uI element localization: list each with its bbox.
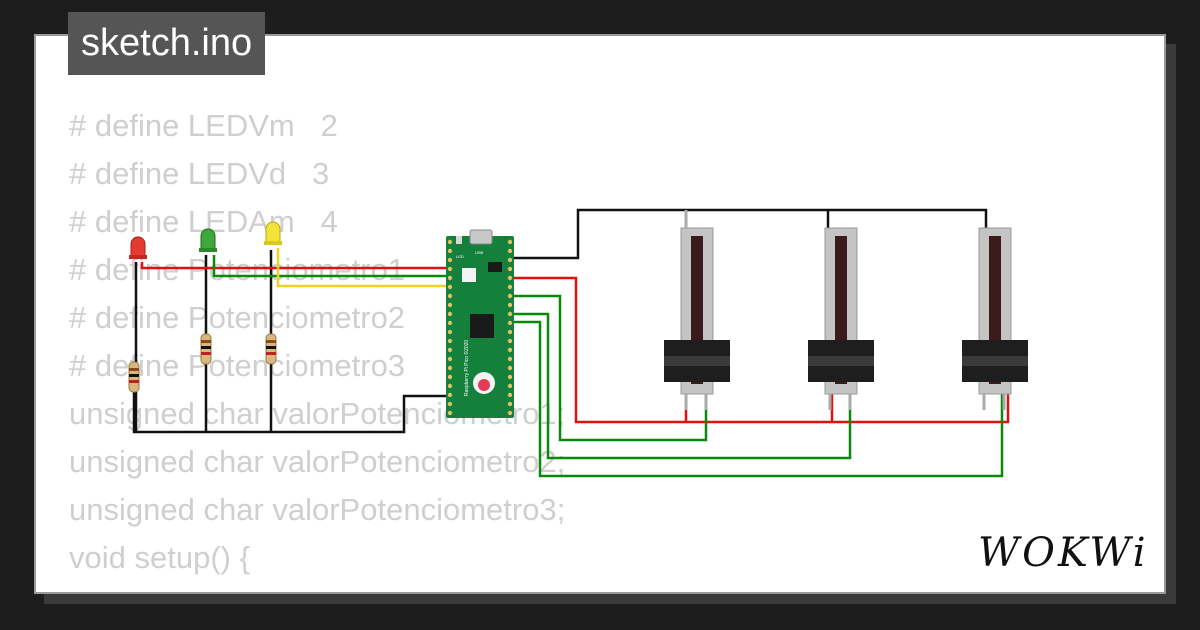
slide-potentiometer-1[interactable] [664, 210, 730, 410]
pico-pins-right [507, 239, 513, 416]
pico-board[interactable]: USB LED Raspberry Pi Pico ©2020 [446, 229, 514, 418]
slide-potentiometer-3[interactable] [962, 227, 1028, 410]
slide-potentiometer-2[interactable] [808, 227, 874, 410]
code-line: unsigned char valorPotenciometro2; [69, 444, 566, 479]
pot-ground-wire [514, 208, 988, 260]
wokwi-logo-text: WOKWi [978, 530, 1148, 576]
ground-wire [132, 380, 446, 434]
red-led-wire [140, 262, 446, 270]
vcc-wire [514, 276, 1010, 424]
pot2-signal-wire [514, 312, 852, 460]
resistor-2[interactable] [200, 333, 212, 365]
code-line: # define LEDVm 2 [69, 108, 338, 143]
code-line: # define LEDVd 3 [69, 156, 330, 191]
green-led-wire [212, 255, 446, 278]
code-line: unsigned char valorPotenciometro1; [69, 396, 566, 431]
pico-pins-left [447, 239, 453, 416]
code-line: unsigned char valorPotenciometro3; [69, 492, 566, 527]
red-led[interactable] [129, 236, 147, 259]
pico-led-label: LED [456, 254, 464, 259]
preview-card: # define LEDVm 2 # define LEDVd 3 # defi… [34, 34, 1166, 594]
green-led[interactable] [199, 228, 217, 252]
pot3-signal-wire [514, 320, 1004, 478]
yellow-led[interactable] [264, 221, 282, 245]
pico-usb-label: USB [475, 250, 484, 255]
code-line: void setup() { [69, 540, 250, 575]
resistor-3[interactable] [265, 333, 277, 365]
file-tab[interactable]: sketch.ino [68, 12, 266, 75]
pot1-signal-wire [514, 294, 708, 442]
yellow-led-wire [276, 248, 446, 288]
code-line: pinMode(LEDVm, OUTPUT); [69, 582, 565, 592]
pico-silkscreen: Raspberry Pi Pico ©2020 [463, 340, 470, 396]
wires [132, 208, 1010, 478]
wokwi-logo: WOKWi [978, 530, 1148, 576]
resistor-1[interactable] [128, 361, 140, 393]
